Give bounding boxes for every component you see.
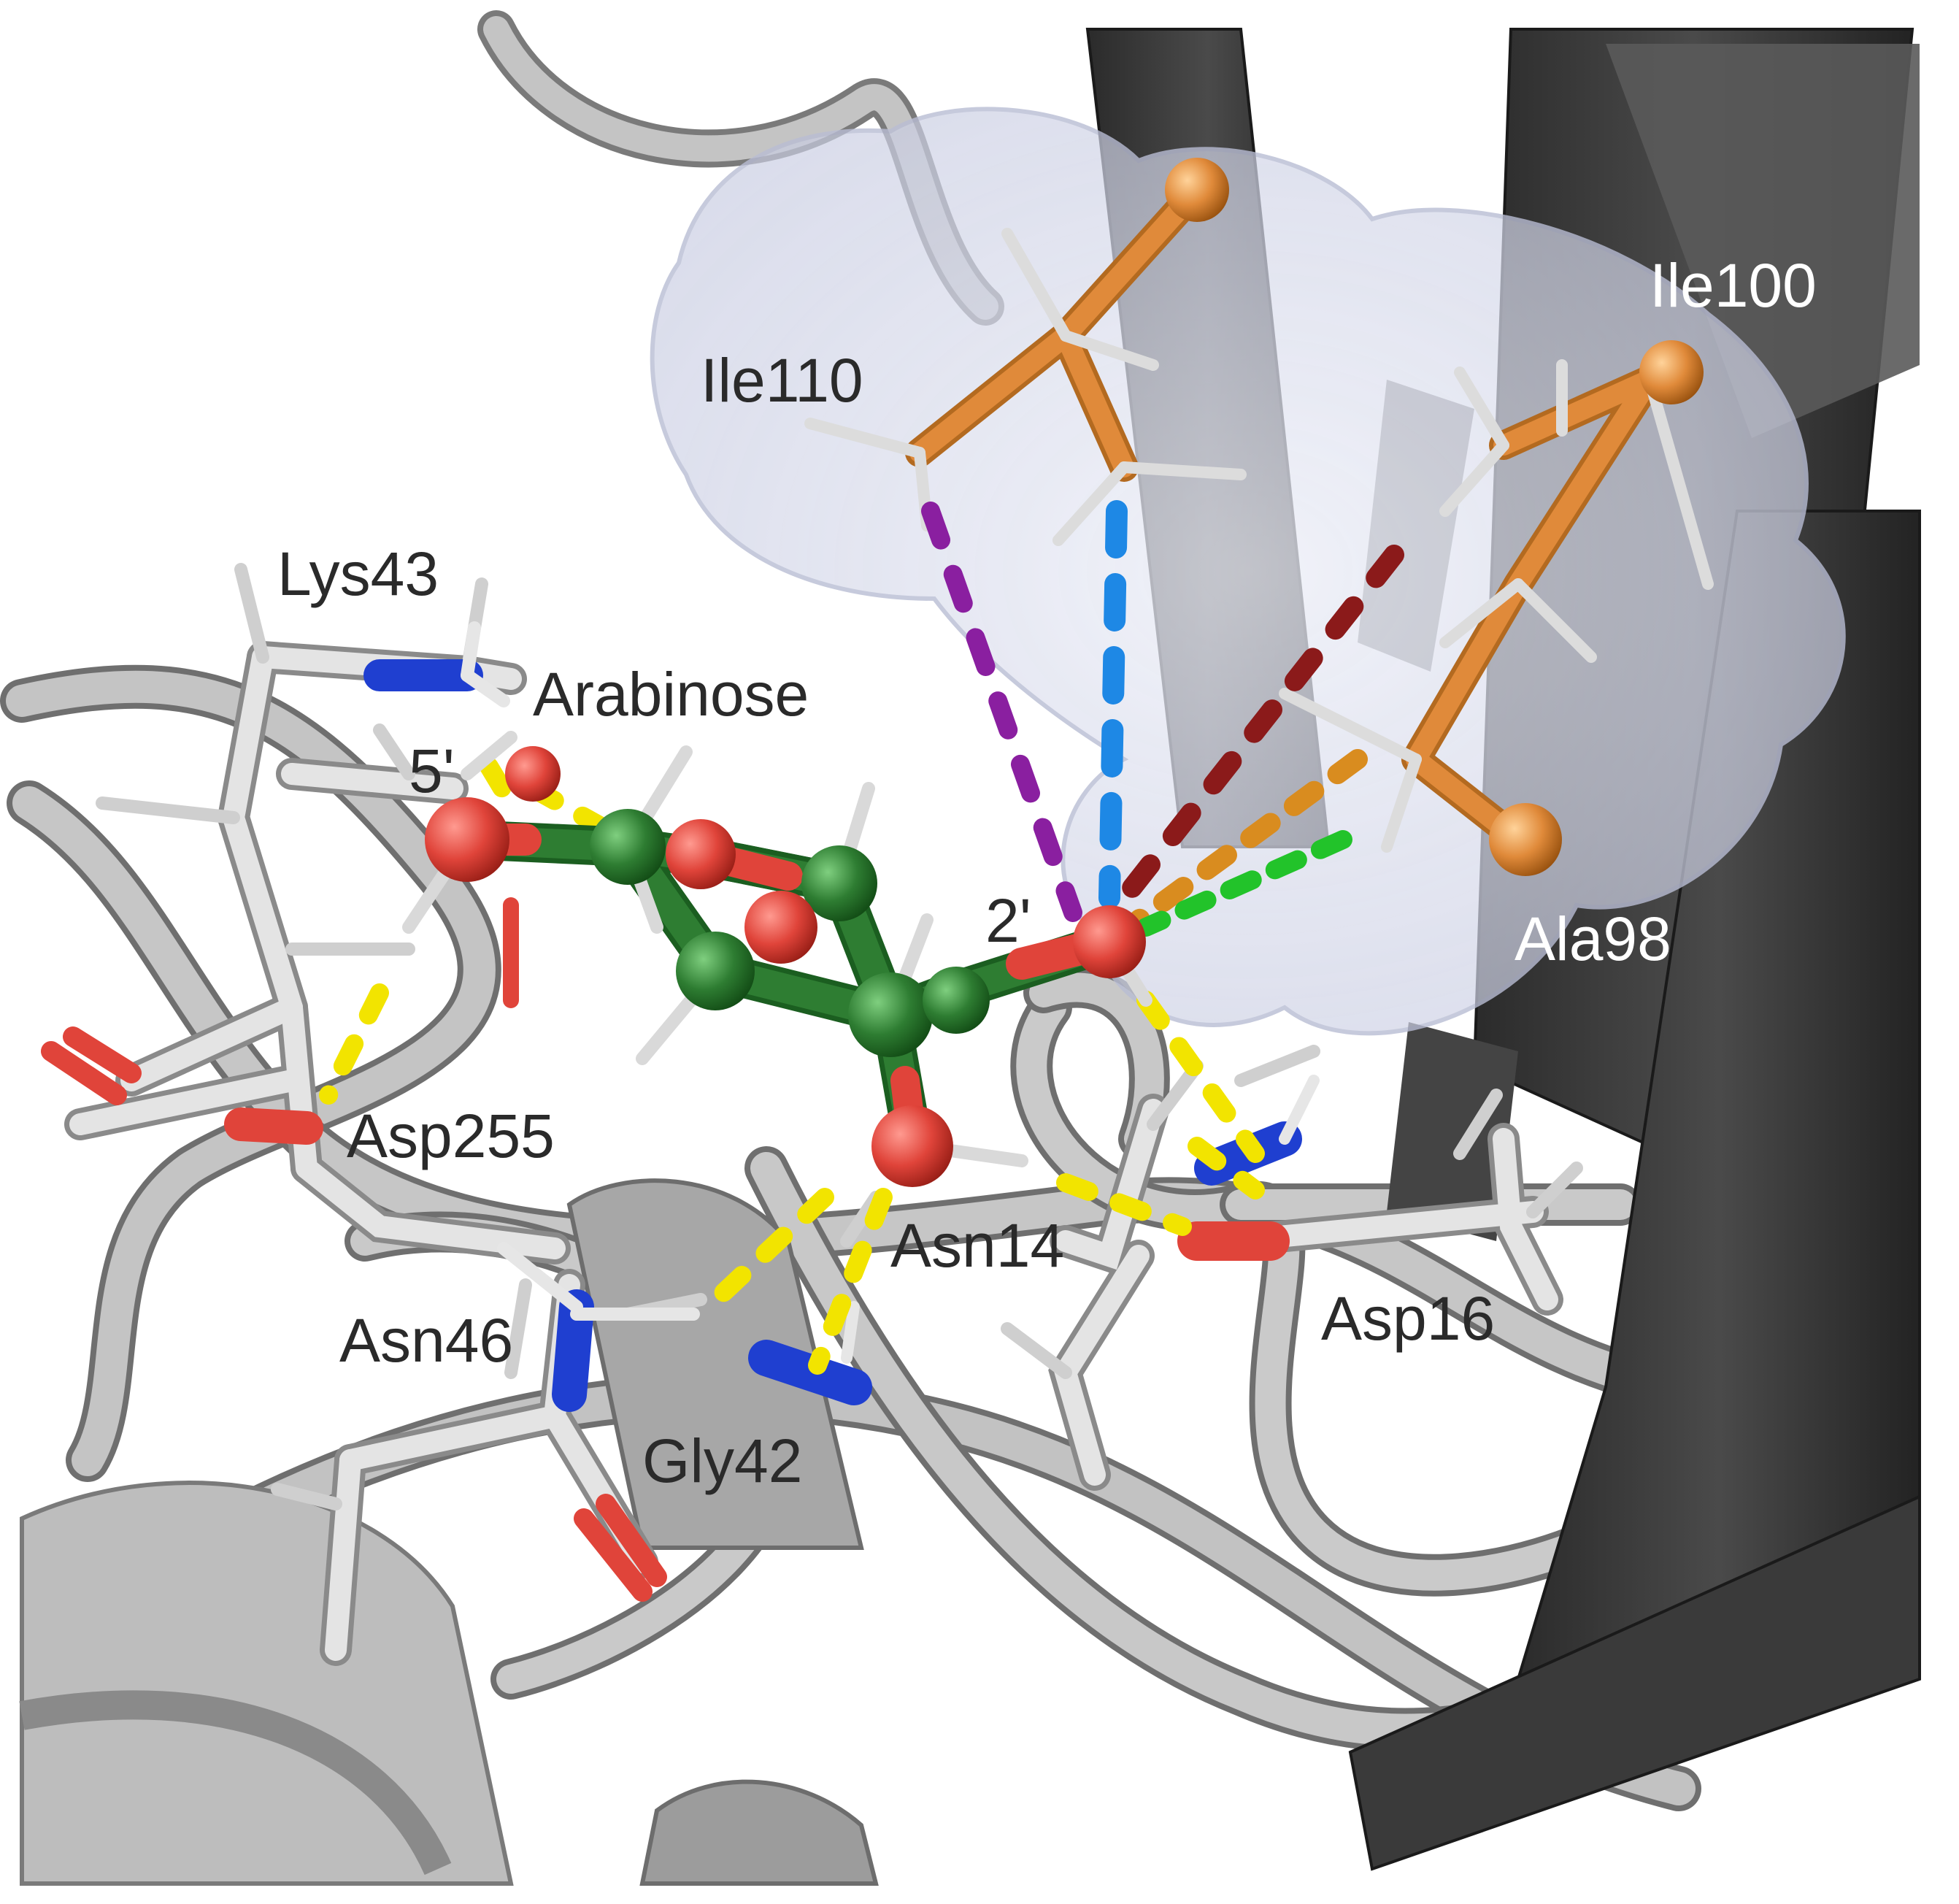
residue-labels: Ile110 Ile100 Lys43 Arabinose 5' 2' Ala9… <box>277 251 1817 1495</box>
hydrophobic-residues <box>804 158 1714 876</box>
label-ile110: Ile110 <box>701 346 863 415</box>
alpha-helix <box>19 1178 879 1886</box>
label-2-prime: 2' <box>985 886 1031 955</box>
arabinose-ligand <box>402 731 1152 1187</box>
label-arabinose: Arabinose <box>533 660 809 729</box>
protein-heteroatoms <box>41 621 1320 1602</box>
label-ile100: Ile100 <box>1650 251 1817 320</box>
interaction-contacts <box>319 500 1404 1375</box>
hydrophobic-surface <box>650 107 1846 1036</box>
label-gly42: Gly42 <box>642 1427 802 1495</box>
label-asn46: Asn46 <box>339 1306 513 1375</box>
label-5-prime: 5' <box>409 737 455 805</box>
label-asp255: Asp255 <box>347 1102 555 1170</box>
label-asp16: Asp16 <box>1321 1284 1495 1353</box>
label-ala98: Ala98 <box>1515 905 1671 973</box>
label-asn14: Asn14 <box>890 1211 1064 1280</box>
label-lys43: Lys43 <box>277 540 439 608</box>
